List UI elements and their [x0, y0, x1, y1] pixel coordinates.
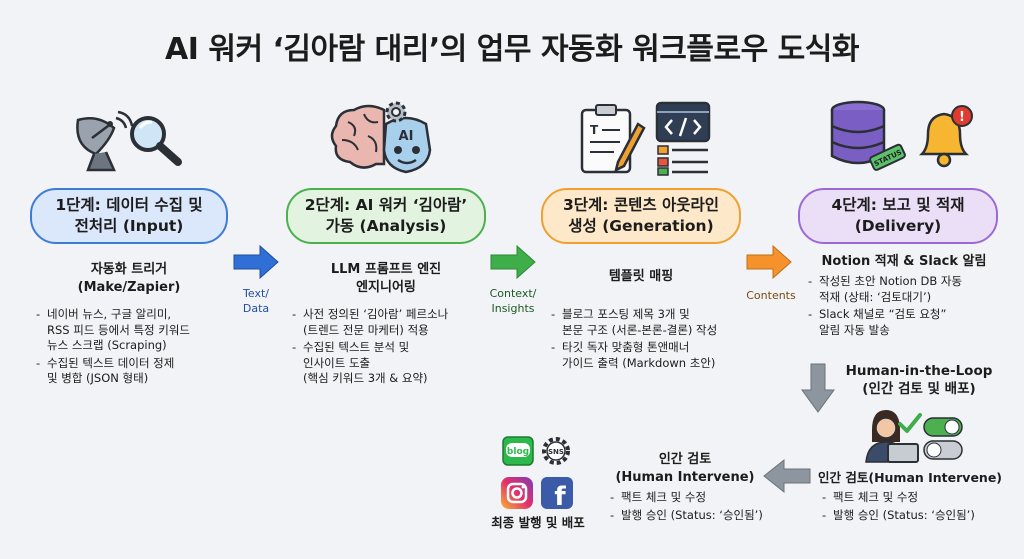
stage-2-bullets: 사전 정의된 ‘김아람’ 페르소나(트렌드 전문 마케터) 적용 수집된 텍스트…: [292, 307, 492, 389]
toggle-icon: [922, 416, 964, 462]
bell-icon: !: [914, 104, 976, 170]
review-right-bullets: 팩트 체크 및 수정 발행 승인 (Status: ‘승인됨’): [822, 490, 1022, 525]
check-mark-icon: [898, 412, 922, 434]
database-icon: STATUS: [828, 100, 908, 174]
stage-1-title-line2: 전처리 (Input): [74, 217, 184, 235]
sns-gear-icon: SNS: [540, 436, 572, 466]
brain-icon: [328, 100, 388, 172]
review-right-heading: 인간 검토(Human Intervene): [818, 470, 1003, 485]
magnifier-icon: [126, 112, 186, 168]
list-item: 발행 승인 (Status: ‘승인됨’): [610, 508, 800, 524]
stage-3-title-line1: 3단계: 콘텐츠 아웃라인: [562, 196, 720, 214]
facebook-icon-text: f: [554, 482, 566, 510]
svg-text:T: T: [590, 123, 599, 137]
code-window-icon: [654, 100, 712, 176]
down-arrow: [800, 362, 836, 414]
checklist-pen-icon: T: [578, 102, 646, 176]
connector-label-1: Text/Data: [242, 287, 270, 315]
list-item: 팩트 체크 및 수정: [822, 490, 1022, 506]
hitl-label: Human-in-the-Loop(인간 검토 및 배포): [845, 363, 993, 397]
sns-icon-text: SNS: [548, 448, 564, 456]
list-item: 팩트 체크 및 수정: [610, 490, 800, 506]
stage-1-title-line1: 1단계: 데이터 수집 및: [55, 196, 203, 214]
page-title: AI 워커 ‘김아람 대리’의 업무 자동화 워크플로우 도식화: [165, 32, 859, 67]
ai-head-text: AI: [399, 129, 414, 144]
alert-mark: !: [959, 110, 965, 125]
stage-3-title-line2: 생성 (Generation): [568, 217, 714, 235]
connector-label-2: Context/Insights: [489, 287, 537, 315]
list-item: 수집된 텍스트 데이터 정제및 병합 (JSON 형태): [36, 356, 236, 387]
gear-icon: [382, 98, 410, 126]
stage-1-heading: 자동화 트리거(Make/Zapier): [77, 262, 181, 295]
stage-4-title-line1: 4단계: 보고 및 적재: [831, 196, 965, 214]
stage-2-title-line2: 가동 (Analysis): [325, 217, 447, 235]
connector-label-3: Contents: [746, 289, 796, 302]
facebook-icon: f: [540, 476, 574, 510]
stage-1-pill: 1단계: 데이터 수집 및 전처리 (Input): [30, 188, 228, 244]
connector-arrow-1: [232, 244, 280, 280]
instagram-icon: [500, 476, 534, 510]
satellite-dish-icon: [70, 110, 140, 174]
publish-label: 최종 발행 및 배포: [491, 515, 585, 530]
robot-head-icon: AI: [376, 110, 438, 178]
review-left-bullets: 팩트 체크 및 수정 발행 승인 (Status: ‘승인됨’): [610, 490, 800, 525]
blog-icon: blog: [502, 436, 534, 466]
connector-arrow-3: [745, 244, 793, 280]
stage-3-bullets: 블로그 포스팅 제목 3개 및본문 구조 (서론-본론-결론) 작성 타깃 독자…: [551, 307, 761, 373]
list-item: 사전 정의된 ‘김아람’ 페르소나(트렌드 전문 마케터) 적용: [292, 307, 492, 338]
list-item: 블로그 포스팅 제목 3개 및본문 구조 (서론-본론-결론) 작성: [551, 307, 761, 338]
blog-icon-text: blog: [507, 447, 529, 457]
left-arrow: [762, 458, 812, 494]
stage-3-pill: 3단계: 콘텐츠 아웃라인 생성 (Generation): [541, 188, 741, 244]
stage-2-title-line1: 2단계: AI 워커 ‘김아람’: [304, 196, 468, 214]
stage-2-pill: 2단계: AI 워커 ‘김아람’ 가동 (Analysis): [286, 188, 486, 244]
connector-arrow-2: [489, 244, 537, 280]
stage-4-heading: Notion 적재 & Slack 알림: [821, 254, 987, 269]
person-laptop-icon: [862, 406, 922, 464]
review-left-heading: 인간 검토(Human Intervene): [615, 452, 755, 485]
stage-4-pill: 4단계: 보고 및 적재 (Delivery): [798, 188, 998, 244]
stage-4-title-line2: (Delivery): [854, 217, 942, 235]
list-item: 발행 승인 (Status: ‘승인됨’): [822, 508, 1022, 524]
stage-3-heading: 템플릿 매핑: [608, 269, 674, 284]
list-item: Slack 채널로 “검토 요청”알림 자동 발송: [808, 307, 1014, 338]
